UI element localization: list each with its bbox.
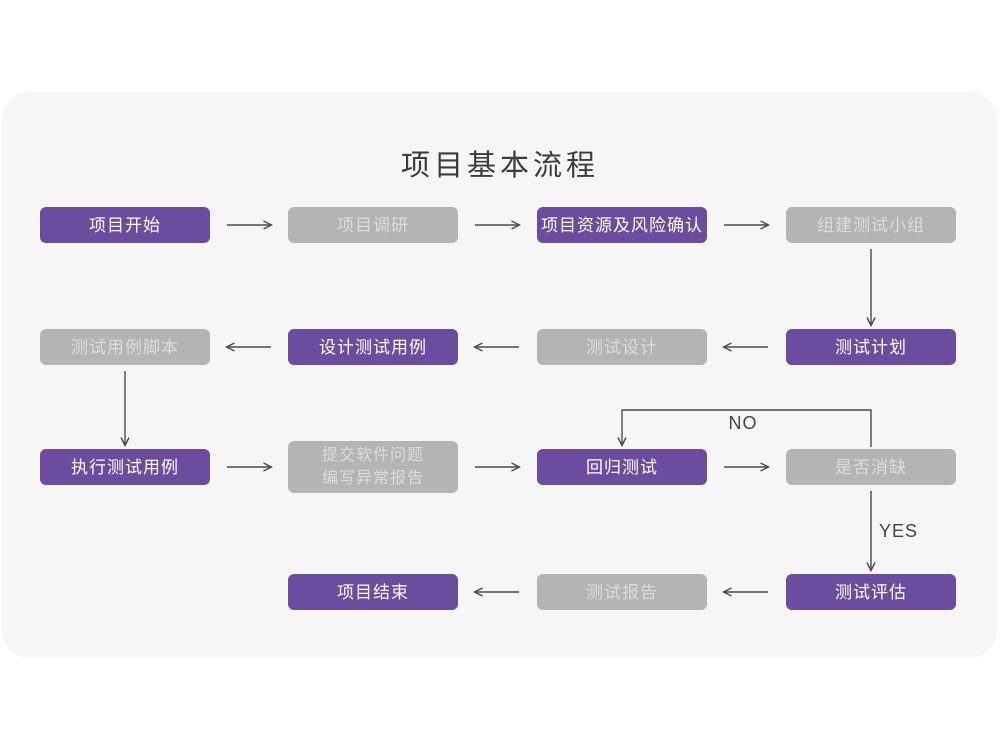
- edge-label-yes: YES: [879, 521, 919, 541]
- node-resources-risk-confirm: 项目资源及风险确认: [537, 207, 707, 243]
- page-title: 项目基本流程: [400, 150, 599, 182]
- node-defect-resolved-decision: 是否消缺: [786, 449, 956, 485]
- node-submit-issues-report: 提交软件问题 编写异常报告: [288, 441, 458, 493]
- node-test-design: 测试设计: [537, 329, 707, 365]
- node-test-plan: 测试计划: [786, 329, 956, 365]
- node-execute-test-cases: 执行测试用例: [40, 449, 210, 485]
- node-build-test-team: 组建测试小组: [786, 207, 956, 243]
- node-project-start: 项目开始: [40, 207, 210, 243]
- edge-label-no: NO: [728, 413, 758, 433]
- node-project-research: 项目调研: [288, 207, 458, 243]
- node-test-case-scripts: 测试用例脚本: [40, 329, 210, 365]
- node-test-report: 测试报告: [537, 574, 707, 610]
- node-project-end: 项目结束: [288, 574, 458, 610]
- node-design-test-cases: 设计测试用例: [288, 329, 458, 365]
- node-test-evaluation: 测试评估: [786, 574, 956, 610]
- flowchart-card: [2, 92, 997, 658]
- node-regression-test: 回归测试: [537, 449, 707, 485]
